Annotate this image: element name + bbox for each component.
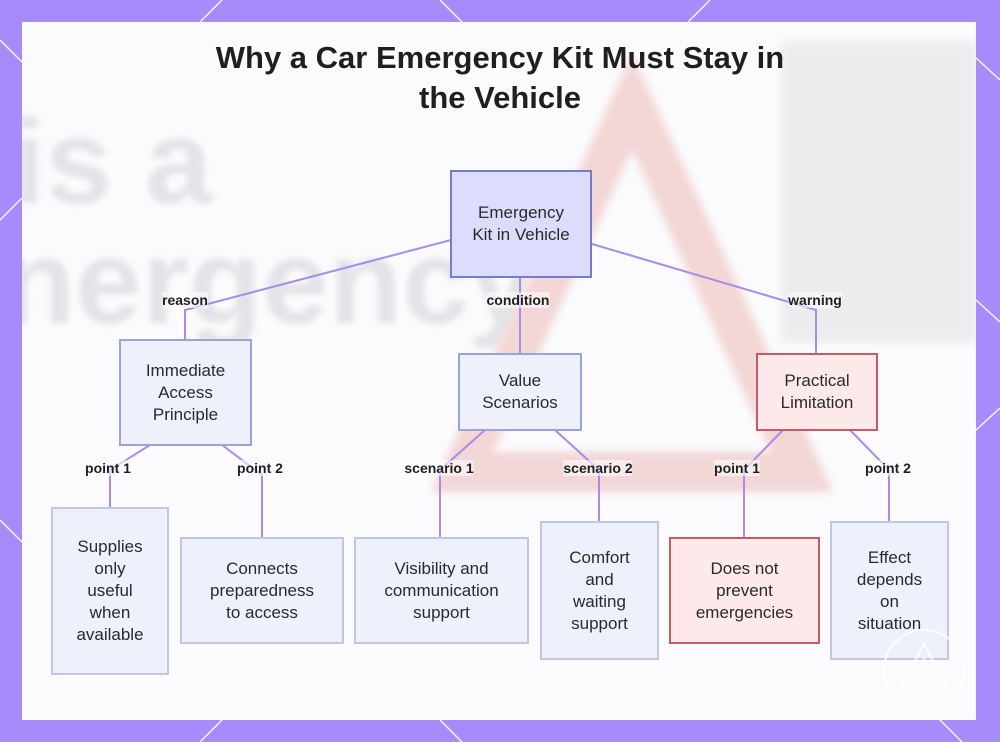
node-immediate-access-principle: Immediate Access Principle bbox=[119, 339, 252, 446]
edge-practical-effect bbox=[849, 429, 890, 522]
edge-practical-notprevent bbox=[743, 429, 784, 538]
node-label: Comfort and waiting support bbox=[569, 547, 630, 633]
node-label: Value Scenarios bbox=[482, 371, 558, 412]
edge-label-warning: warning bbox=[788, 292, 842, 308]
edge-root-immediate bbox=[184, 239, 452, 340]
edge-label-immediate-point-2: point 2 bbox=[237, 460, 283, 476]
edge-label-immediate-point-1: point 1 bbox=[85, 460, 131, 476]
node-visibility-communication: Visibility and communication support bbox=[354, 537, 529, 644]
edge-value-comfort bbox=[554, 429, 600, 522]
edge-label-practical-point-1: point 1 bbox=[714, 460, 760, 476]
diagram-title: Why a Car Emergency Kit Must Stay in the… bbox=[0, 38, 1000, 118]
edge-label-reason: reason bbox=[162, 292, 208, 308]
node-practical-limitation: Practical Limitation bbox=[756, 353, 878, 431]
node-label: Practical Limitation bbox=[780, 371, 854, 412]
background-word-2: nergency bbox=[22, 215, 536, 349]
background-word-1: is a bbox=[22, 95, 213, 229]
node-label: Emergency Kit in Vehicle bbox=[472, 203, 570, 244]
node-emergency-kit-in-vehicle: Emergency Kit in Vehicle bbox=[450, 170, 592, 278]
node-value-scenarios: Value Scenarios bbox=[458, 353, 582, 431]
node-label: Supplies only useful when available bbox=[76, 537, 144, 644]
node-supplies-only-useful: Supplies only useful when available bbox=[51, 507, 169, 675]
edge-value-visibility bbox=[439, 429, 486, 538]
title-line-1: Why a Car Emergency Kit Must Stay in bbox=[215, 40, 785, 75]
edge-label-scenario-1: scenario 1 bbox=[404, 460, 474, 476]
node-label: Immediate Access Principle bbox=[145, 360, 226, 424]
edge-immediate-supplies bbox=[109, 444, 151, 508]
edge-immediate-connects bbox=[221, 444, 263, 538]
edge-label-practical-point-2: point 2 bbox=[865, 460, 911, 476]
node-label: Connects preparedness to access bbox=[210, 558, 314, 622]
node-connects-preparedness: Connects preparedness to access bbox=[180, 537, 344, 644]
edge-root-practical bbox=[591, 243, 817, 355]
node-label: Does not prevent emergencies bbox=[695, 558, 794, 622]
edge-label-condition: condition bbox=[486, 292, 550, 308]
title-line-2: the Vehicle bbox=[419, 80, 581, 115]
edge-label-scenario-2: scenario 2 bbox=[563, 460, 633, 476]
node-comfort-waiting: Comfort and waiting support bbox=[540, 521, 659, 660]
node-label: Effect depends on situation bbox=[856, 547, 923, 633]
node-does-not-prevent: Does not prevent emergencies bbox=[669, 537, 820, 644]
triangle-logo-icon bbox=[883, 629, 965, 711]
node-effect-depends: Effect depends on situation bbox=[830, 521, 949, 660]
node-label: Visibility and communication support bbox=[384, 558, 499, 622]
